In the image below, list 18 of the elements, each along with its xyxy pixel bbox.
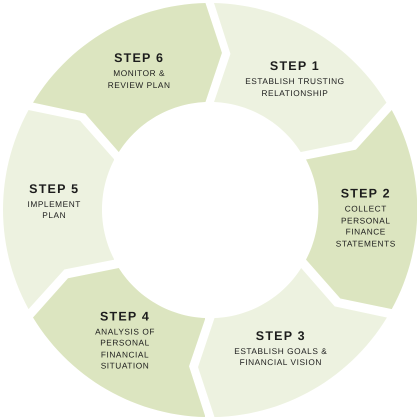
arrow-segment — [198, 268, 387, 417]
step-title: STEP 6 — [114, 51, 164, 66]
arrow-segment — [306, 110, 417, 310]
step-title: STEP 4 — [100, 309, 150, 324]
step-description: ANALYSIS OF PERSONAL FINANCIAL SITUATION — [94, 326, 156, 372]
step-description: ESTABLISH TRUSTING RELATIONSHIP — [244, 76, 346, 100]
step-description: IMPLEMENT PLAN — [26, 198, 82, 222]
step-title: STEP 3 — [256, 328, 306, 344]
arrow-segment — [3, 110, 114, 310]
step-title: STEP 2 — [340, 186, 391, 202]
arrow-segment — [214, 3, 387, 152]
step-description: ESTABLISH GOALS & FINANCIAL VISION — [233, 346, 328, 369]
step-description: MONITOR & REVIEW PLAN — [106, 68, 172, 91]
arrow-segment — [33, 268, 206, 417]
step-title: STEP 1 — [270, 59, 320, 74]
step-title: STEP 5 — [29, 182, 80, 197]
step-description: COLLECT PERSONAL FINANCE STATEMENTS — [334, 204, 397, 250]
arrow-segment — [33, 3, 222, 152]
